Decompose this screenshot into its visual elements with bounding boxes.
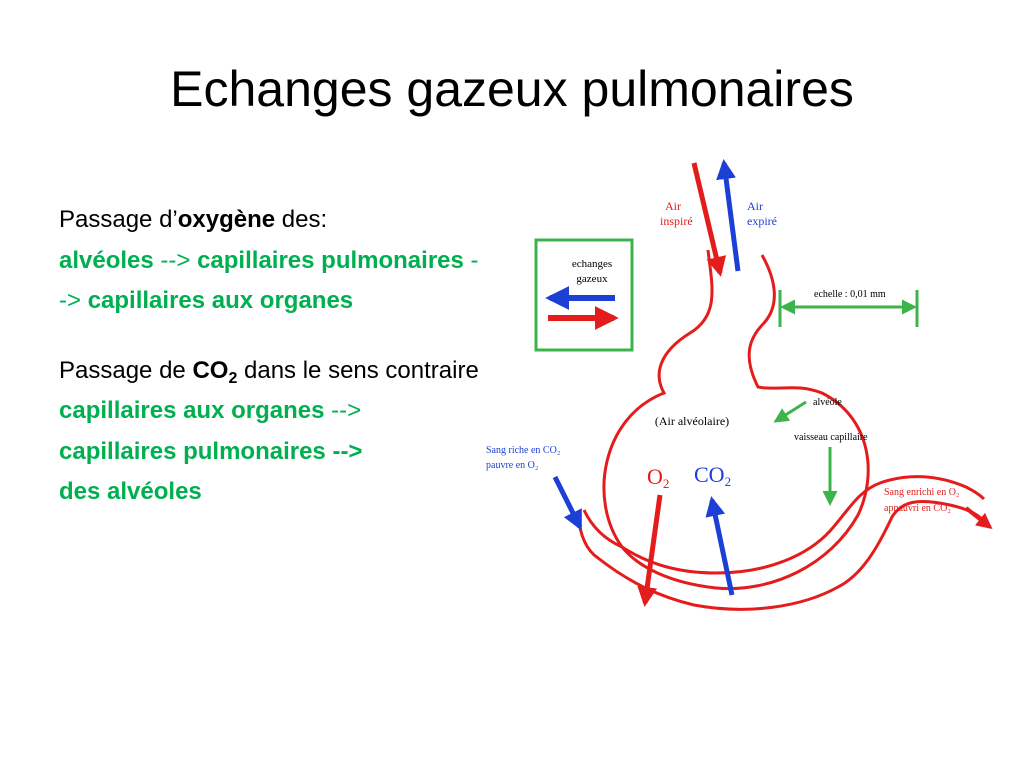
p1-arrow-2: --> (59, 246, 479, 315)
p2-suffix: dans le sens contraire (237, 356, 479, 384)
alveole-pointer (773, 400, 807, 423)
p2-prefix: Passage de (59, 356, 193, 384)
co2-label-text: CO (694, 462, 725, 487)
p2-co2: CO2 (192, 356, 238, 387)
slide-title: Echanges gazeux pulmonaires (170, 61, 854, 117)
co2-paragraph: Passage de CO2 dans le sens contraire ca… (59, 351, 479, 513)
gas-exchange-diagram: echanges gazeux Air inspiré Air expiré e… (486, 159, 993, 611)
vaisseau-label: vaisseau capillaire (794, 432, 868, 443)
air-expire-label-1: Air (747, 199, 763, 213)
capillary-inner (582, 475, 986, 575)
co2-label: CO2 (694, 462, 731, 489)
p2-co2-text: CO (192, 356, 229, 384)
air-inspired-arrow (691, 162, 727, 277)
p2-co2-sub: 2 (228, 369, 238, 387)
p1-alveoles: alvéoles (59, 246, 154, 274)
air-expired-arrow (716, 159, 741, 272)
legend-label-line2: gazeux (576, 273, 608, 285)
capillary-outflow-arrow (964, 506, 993, 529)
inflow-blood-arrow (552, 475, 583, 531)
air-inspire-label-2: inspiré (660, 214, 693, 228)
p1-oxygen: oxygène (177, 206, 276, 233)
o2-label-sub: 2 (663, 476, 670, 491)
air-alveolaire-label: (Air alvéolaire) (655, 414, 729, 428)
o2-label: O2 (647, 464, 669, 491)
p2-capillaires-pulmonaires: capillaires pulmonaires --> (59, 437, 363, 465)
o2-label-text: O (647, 464, 663, 489)
p2-capillaires-organes: capillaires aux organes (59, 397, 325, 424)
p2-alveoles: des alvéoles (59, 478, 202, 505)
air-expire-label-2: expiré (747, 214, 777, 228)
sang-enrichi-label-2: appauvri en CO₂ (884, 503, 951, 514)
p1-prefix: Passage d’ (59, 206, 178, 233)
p1-arrow-1: --> (153, 246, 198, 274)
text-block: Passage d’oxygène des: alvéoles --> capi… (59, 200, 479, 513)
p1-capillaires-organes: capillaires aux organes (87, 287, 354, 314)
sang-riche-label-2: pauvre en O₂ (486, 460, 538, 471)
sang-riche-label-1: Sang riche en CO₂ (486, 445, 560, 456)
legend-label-line1: echanges (572, 258, 612, 270)
co2-arrow (705, 496, 735, 596)
scale-label: echelle : 0,01 mm (814, 289, 886, 300)
co2-label-sub: 2 (725, 474, 732, 489)
legend-box (534, 238, 634, 352)
sang-enrichi-label-1: Sang enrichi en O₂ (884, 487, 959, 498)
o2-arrow (637, 494, 663, 607)
oxygen-paragraph: Passage d’oxygène des: alvéoles --> capi… (59, 200, 479, 322)
p1-capillaires-pulmonaires: capillaires pulmonaires (197, 246, 464, 274)
p1-suffix: des: (275, 206, 328, 233)
p2-arrow-1: --> (324, 397, 362, 424)
alveole-label: alvéole (813, 397, 842, 408)
air-inspire-label-1: Air (665, 199, 681, 213)
alveolus-outline (602, 249, 870, 591)
capillary-outer (576, 499, 987, 611)
